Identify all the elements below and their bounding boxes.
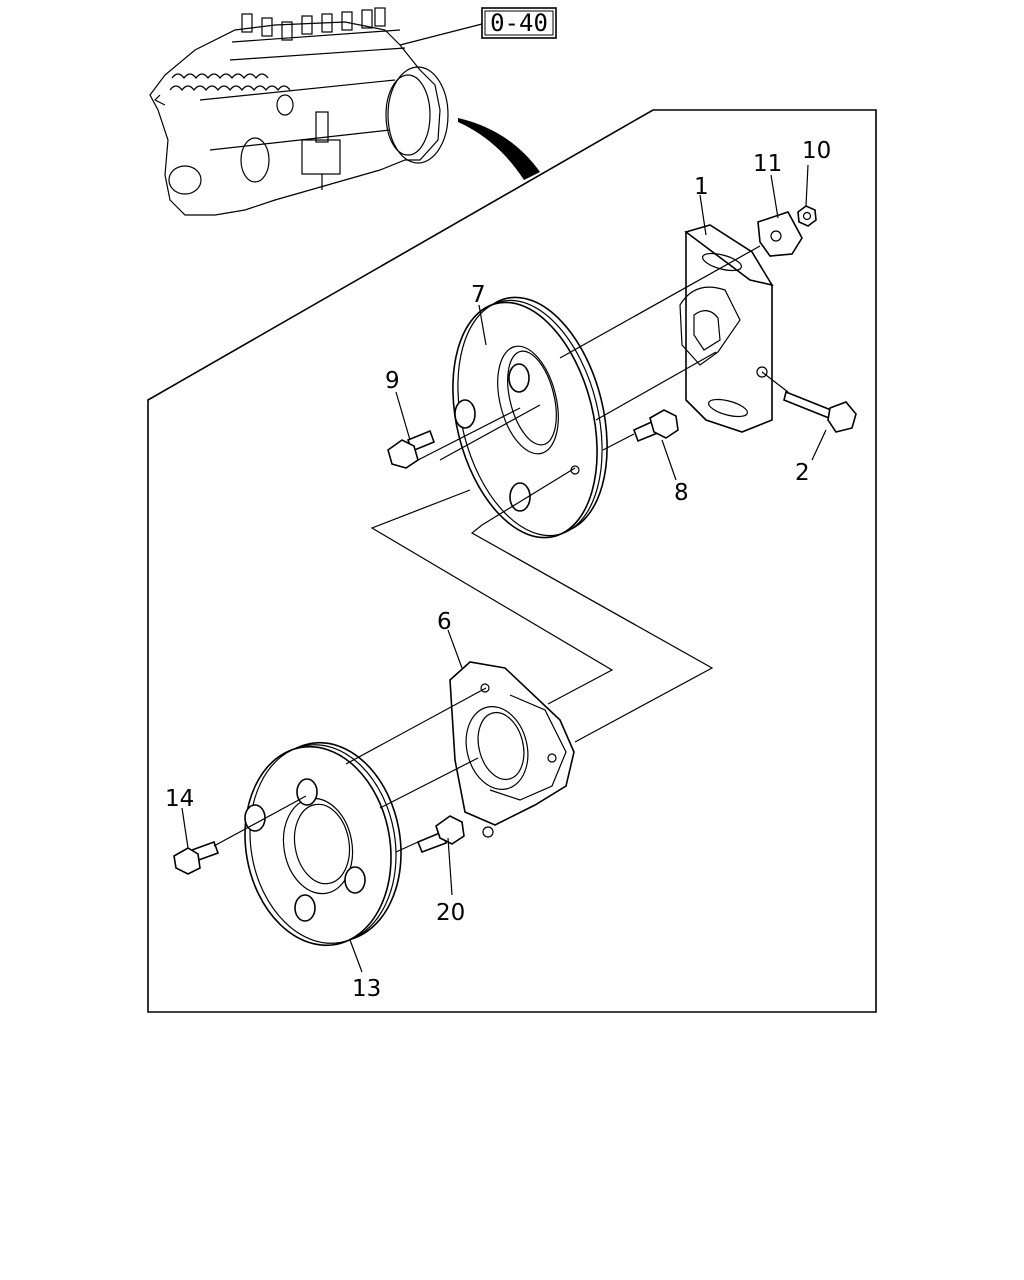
part-14-bolt — [173, 840, 220, 875]
part-2-bolt — [783, 390, 857, 433]
part-1-bracket — [679, 224, 774, 433]
callout-6: 6 — [437, 609, 452, 635]
callout-2: 2 — [795, 460, 810, 486]
reference-label: 0-40 — [490, 9, 548, 37]
injection-pump-overview — [149, 7, 449, 216]
callout-10: 10 — [802, 138, 831, 164]
part-20-bolt — [416, 815, 465, 854]
part-6-hub-flange — [449, 661, 575, 838]
callout-20: 20 — [436, 900, 465, 926]
callout-14: 14 — [165, 786, 194, 812]
part-7-flange-disc — [452, 296, 608, 539]
part-13-flange-disc — [244, 741, 402, 947]
part-11-small-bracket — [757, 211, 803, 257]
detail-arrow — [458, 118, 540, 180]
assembly-center-lines — [213, 245, 789, 853]
part-8-bolt — [632, 409, 679, 443]
detail-frame — [147, 109, 877, 1013]
callout-8: 8 — [674, 480, 689, 506]
part-9-bolt — [387, 429, 436, 469]
callout-1: 1 — [694, 174, 709, 200]
callout-leaders — [181, 164, 827, 973]
reference-leader-line — [399, 23, 483, 46]
callout-7: 7 — [471, 282, 486, 308]
callout-9: 9 — [385, 368, 400, 394]
callout-11: 11 — [753, 151, 782, 177]
part-10-nut — [797, 205, 817, 227]
reference-box: 0-40 — [481, 7, 557, 39]
callout-13: 13 — [352, 976, 381, 1002]
